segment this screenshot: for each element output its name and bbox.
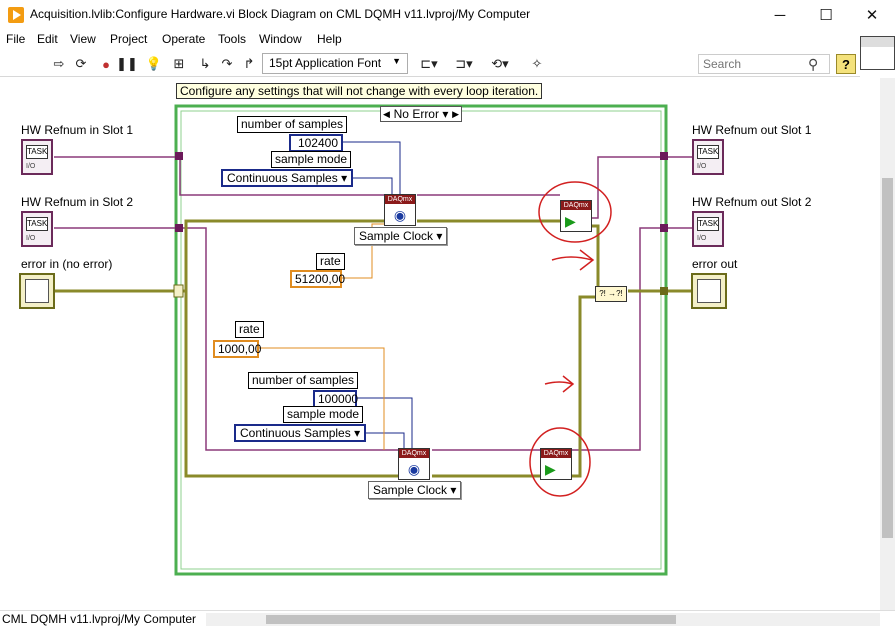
daqmx-start-bottom[interactable]: DAQmx ▶ (540, 448, 572, 480)
menu-help[interactable]: Help (317, 32, 342, 46)
case-selector[interactable]: ◀ No Error ▾ ▶ (380, 106, 462, 122)
bottom-rate-constant[interactable]: 1000,00 (213, 340, 261, 358)
font-select-value: 15pt Application Font (269, 56, 382, 70)
toolbar: ⇨ ⟳ ● ❚❚ 💡 ⊞ ↳ ↷ ↱ 15pt Application Font… (0, 51, 860, 77)
chevron-down-icon: ▼ (392, 56, 401, 66)
red-annotations (529, 181, 612, 497)
play-icon: ▶ (565, 213, 576, 229)
search-icon[interactable]: ⚲ (808, 56, 819, 72)
hw-refnum-in-slot1-terminal[interactable]: TASK I/O (21, 139, 53, 175)
error-in-terminal[interactable] (19, 273, 55, 309)
hw-refnum-in-slot2-label: HW Refnum in Slot 2 (21, 195, 134, 209)
context-help-button[interactable]: ? (836, 54, 856, 74)
error-in-label: error in (no error) (21, 257, 113, 271)
top-rate-constant[interactable]: 51200,00 (290, 270, 345, 288)
tunnel-task-in-1 (175, 152, 183, 160)
step-over-icon[interactable]: ↷ (221, 56, 233, 71)
top-samples-constant[interactable]: 102400 (289, 134, 343, 152)
top-rate-label: rate (316, 253, 345, 270)
top-mode-label: sample mode (271, 151, 352, 168)
diagram-wires (54, 104, 692, 576)
menu-bar: File Edit View Project Operate Tools Win… (0, 30, 860, 50)
labview-app-icon (8, 7, 24, 23)
daqmx-start-top[interactable]: DAQmx ▶ (560, 200, 592, 232)
tunnel-task-in-2 (175, 224, 183, 232)
title-bar: Acquisition.lvlib:Configure Hardware.vi … (0, 0, 895, 30)
project-context-label: CML DQMH v11.lvproj/My Computer (2, 612, 197, 626)
retain-wire-values-icon[interactable]: ⊞ (173, 56, 185, 71)
error-out-terminal[interactable] (691, 273, 727, 309)
hw-refnum-out-slot1-terminal[interactable]: TASK I/O (692, 139, 724, 175)
bottom-mode-label: sample mode (283, 406, 364, 423)
top-mode-constant[interactable]: Continuous Samples ▾ (221, 169, 354, 187)
distribute-objects-icon[interactable]: ⊐▾ (455, 56, 473, 71)
run-arrow-icon[interactable]: ⇨ (53, 56, 65, 71)
daqmx-timing-bottom[interactable]: DAQmx ◉ (398, 448, 430, 480)
increment-case-icon[interactable]: ▶ (452, 109, 459, 119)
vi-icon-banner (861, 37, 894, 47)
abort-icon[interactable]: ● (102, 56, 110, 72)
case-dropdown-icon[interactable]: ▾ (442, 107, 449, 121)
top-samples-label: number of samples (237, 116, 348, 133)
tunnel-task-out-1 (660, 152, 668, 160)
hw-refnum-out-slot2-label: HW Refnum out Slot 2 (692, 195, 812, 209)
window-title: Acquisition.lvlib:Configure Hardware.vi … (30, 7, 531, 21)
pause-icon[interactable]: ❚❚ (116, 56, 138, 71)
menu-view[interactable]: View (70, 32, 96, 46)
status-bar: CML DQMH v11.lvproj/My Computer (0, 610, 895, 627)
daqmx-timing-top[interactable]: DAQmx ◉ (384, 194, 416, 226)
menu-file[interactable]: File (6, 32, 26, 46)
menu-window[interactable]: Window (259, 32, 302, 46)
step-into-icon[interactable]: ↳ (199, 56, 211, 71)
bottom-timing-selector[interactable]: Sample Clock ▾ (368, 481, 462, 499)
clock-icon: ◉ (407, 461, 421, 477)
vertical-scroll-thumb[interactable] (882, 178, 893, 538)
align-objects-icon[interactable]: ⊏▾ (420, 56, 438, 71)
minimize-button[interactable]: ─ (774, 6, 786, 24)
hw-refnum-in-slot1-label: HW Refnum in Slot 1 (21, 123, 134, 137)
chevron-down-icon: ▾ (354, 426, 361, 440)
bottom-rate-label: rate (235, 321, 264, 338)
search-input[interactable] (698, 54, 830, 74)
bottom-mode-constant[interactable]: Continuous Samples ▾ (234, 424, 367, 442)
hw-refnum-in-slot2-terminal[interactable]: TASK I/O (21, 211, 53, 247)
menu-tools[interactable]: Tools (218, 32, 247, 46)
chevron-down-icon: ▾ (341, 171, 348, 185)
maximize-button[interactable]: ☐ (819, 7, 833, 24)
chevron-down-icon: ▾ (436, 229, 443, 243)
tunnel-task-out-2 (660, 224, 668, 232)
font-select[interactable]: 15pt Application Font ▼ (262, 53, 408, 74)
horizontal-scrollbar[interactable] (206, 613, 880, 626)
menu-operate[interactable]: Operate (162, 32, 206, 46)
vertical-scrollbar[interactable] (880, 78, 895, 610)
top-timing-selector[interactable]: Sample Clock ▾ (354, 227, 448, 245)
clean-up-diagram-icon[interactable]: ✧ (531, 56, 543, 71)
clock-icon: ◉ (393, 207, 407, 223)
diagram-comment: Configure any settings that will not cha… (176, 83, 543, 99)
close-button[interactable]: ✕ (865, 7, 879, 24)
highlight-execution-icon[interactable]: 💡 (145, 56, 163, 71)
step-out-icon[interactable]: ↱ (243, 56, 255, 71)
vi-icon (860, 36, 895, 70)
horizontal-scroll-thumb[interactable] (266, 615, 676, 624)
merge-errors-node[interactable]: ?! →?! (595, 286, 627, 302)
reorder-icon[interactable]: ⟲▾ (491, 56, 509, 71)
case-selector-terminal (173, 284, 184, 298)
menu-edit[interactable]: Edit (37, 32, 58, 46)
play-icon: ▶ (545, 461, 556, 477)
bottom-samples-label: number of samples (248, 372, 359, 389)
integer-wire (342, 141, 413, 450)
hw-refnum-out-slot2-terminal[interactable]: TASK I/O (692, 211, 724, 247)
block-diagram-canvas[interactable]: Configure any settings that will not cha… (0, 78, 880, 610)
chevron-down-icon: ▾ (450, 483, 457, 497)
case-selector-label: No Error (393, 107, 439, 121)
error-out-label: error out (692, 257, 738, 271)
hw-refnum-out-slot1-label: HW Refnum out Slot 1 (692, 123, 812, 137)
tunnel-error-out (660, 287, 668, 295)
menu-project[interactable]: Project (110, 32, 148, 46)
double-wire (258, 223, 388, 450)
decrement-case-icon[interactable]: ◀ (383, 109, 390, 119)
run-continuously-icon[interactable]: ⟳ (75, 56, 87, 71)
task-wire (54, 156, 692, 451)
